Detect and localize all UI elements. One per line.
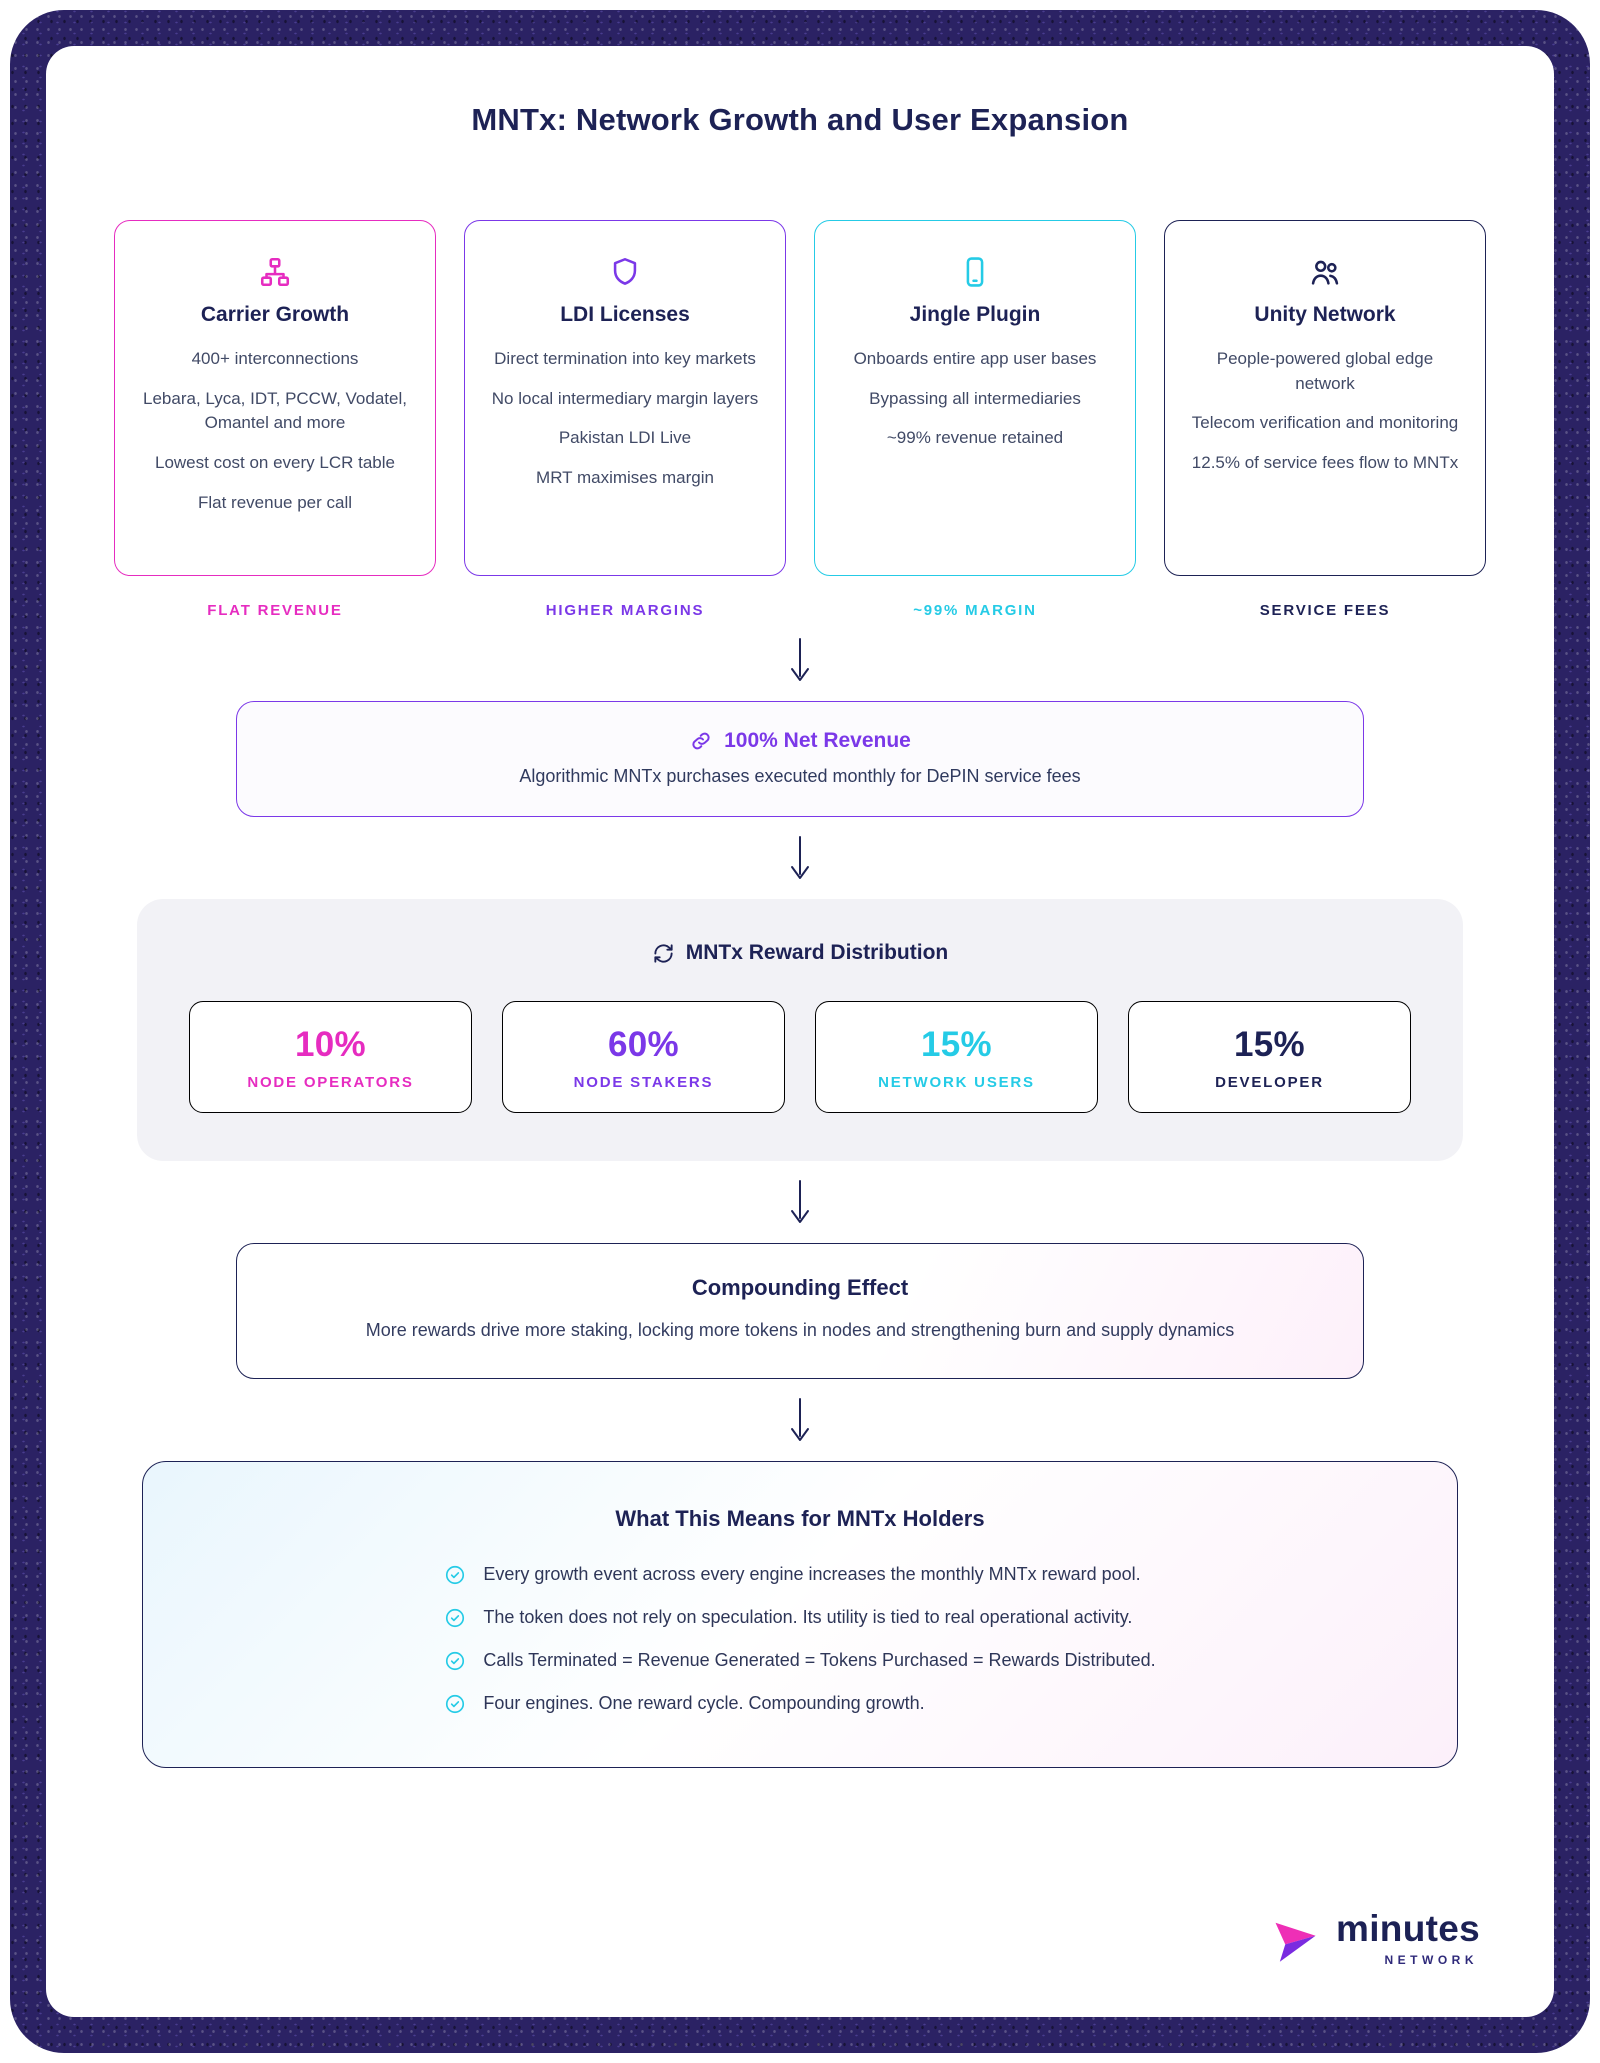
check-circle-icon — [444, 1607, 466, 1629]
engine-line: 12.5% of service fees flow to MNTx — [1191, 452, 1459, 472]
smartphone-icon — [835, 251, 1115, 293]
engine-line: People-powered global edge network — [1216, 349, 1434, 393]
engine-tag: FLAT REVENUE — [207, 602, 343, 619]
engine-tag: HIGHER MARGINS — [545, 602, 705, 619]
engine-line: No local intermediary margin layers — [491, 388, 759, 408]
reward-stats-row: 10% NODE OPERATORS 60% NODE STAKERS 15% … — [189, 1001, 1411, 1113]
engine-line: Flat revenue per call — [197, 492, 353, 512]
engine-line: 400+ interconnections — [191, 349, 359, 368]
holders-box: What This Means for MNTx Holders Every g… — [142, 1461, 1458, 1769]
engine-jingle-plugin: Jingle Plugin Onboards entire app user b… — [814, 220, 1136, 619]
page-title: MNTx: Network Growth and User Expansion — [471, 102, 1129, 137]
reward-distribution-heading: MNTx Reward Distribution — [685, 941, 949, 964]
link-icon — [689, 729, 713, 753]
minutes-logo-icon — [1269, 1913, 1321, 1965]
compounding-effect-box: Compounding Effect More rewards drive mo… — [236, 1243, 1364, 1380]
bullet-text: Every growth event across every engine i… — [483, 1564, 1141, 1585]
check-circle-icon — [444, 1693, 466, 1715]
compounding-body: More rewards drive more staking, locking… — [365, 1320, 1235, 1340]
engine-ldi-licenses: LDI Licenses Direct termination into key… — [464, 220, 786, 619]
engine-tag: ~99% MARGIN — [913, 602, 1037, 619]
net-revenue-subtitle: Algorithmic MNTx purchases executed mont… — [519, 766, 1081, 786]
stat-label: NODE OPERATORS — [247, 1074, 414, 1091]
engine-line: Lebara, Lyca, IDT, PCCW, Vodatel, Omante… — [143, 388, 407, 433]
flow-arrow-icon — [789, 1179, 811, 1225]
bullet-text: Calls Terminated = Revenue Generated = T… — [483, 1650, 1156, 1671]
stat-network-users: 15% NETWORK USERS — [815, 1001, 1098, 1113]
check-circle-icon — [444, 1564, 466, 1586]
engine-line: MRT maximises margin — [536, 467, 714, 487]
shield-icon — [485, 251, 765, 293]
stat-label: NETWORK USERS — [878, 1074, 1035, 1091]
flow-arrow-icon — [789, 1397, 811, 1443]
unity-network-card: Unity Network People-powered global edge… — [1164, 220, 1486, 576]
engine-tag: SERVICE FEES — [1259, 602, 1391, 619]
ldi-licenses-card: LDI Licenses Direct termination into key… — [464, 220, 786, 576]
engine-title: Unity Network — [1254, 303, 1396, 326]
stat-node-operators: 10% NODE OPERATORS — [189, 1001, 472, 1113]
net-revenue-title: 100% Net Revenue — [724, 729, 911, 752]
stat-label: NODE STAKERS — [573, 1074, 714, 1091]
holders-bullet-list: Every growth event across every engine i… — [444, 1564, 1156, 1715]
list-item: Four engines. One reward cycle. Compound… — [444, 1693, 1155, 1715]
bullet-text: Four engines. One reward cycle. Compound… — [483, 1693, 925, 1714]
list-item: Every growth event across every engine i… — [444, 1564, 1155, 1586]
list-item: Calls Terminated = Revenue Generated = T… — [444, 1650, 1156, 1672]
stat-value: 15% — [1234, 1025, 1305, 1064]
minutes-network-logo: minutes NETWORK — [1269, 1910, 1480, 1967]
carrier-growth-card: Carrier Growth 400+ interconnections Leb… — [114, 220, 436, 576]
engine-line: ~99% revenue retained — [886, 428, 1064, 448]
engine-line: Onboards entire app user bases — [853, 349, 1097, 368]
logo-wordmark: minutes — [1336, 1908, 1480, 1949]
list-item: The token does not rely on speculation. … — [444, 1607, 1155, 1629]
engine-line: Bypassing all intermediaries — [869, 388, 1081, 408]
compounding-title: Compounding Effect — [691, 1275, 909, 1300]
engine-line: Lowest cost on every LCR table — [154, 452, 395, 472]
engine-cards-row: Carrier Growth 400+ interconnections Leb… — [114, 220, 1486, 619]
refresh-icon — [652, 942, 675, 965]
engine-title: LDI Licenses — [560, 303, 690, 326]
bullet-text: The token does not rely on speculation. … — [483, 1607, 1133, 1628]
engine-line: Telecom verification and monitoring — [1191, 413, 1459, 433]
logo-subtitle: NETWORK — [1384, 1953, 1478, 1967]
engine-unity-network: Unity Network People-powered global edge… — [1164, 220, 1486, 619]
stat-developer: 15% DEVELOPER — [1128, 1001, 1411, 1113]
stat-value: 60% — [608, 1025, 679, 1064]
engine-line: Pakistan LDI Live — [558, 428, 692, 448]
check-circle-icon — [444, 1650, 466, 1672]
sitemap-icon — [135, 251, 415, 293]
stat-value: 10% — [295, 1025, 366, 1064]
stat-label: DEVELOPER — [1215, 1074, 1324, 1091]
net-revenue-box: 100% Net Revenue Algorithmic MNTx purcha… — [236, 701, 1364, 817]
flow-arrow-icon — [789, 835, 811, 881]
engine-title: Jingle Plugin — [909, 303, 1041, 326]
engine-title: Carrier Growth — [200, 303, 350, 326]
users-icon — [1185, 251, 1465, 293]
jingle-plugin-card: Jingle Plugin Onboards entire app user b… — [814, 220, 1136, 576]
engine-carrier-growth: Carrier Growth 400+ interconnections Leb… — [114, 220, 436, 619]
holders-title: What This Means for MNTx Holders — [615, 1506, 985, 1532]
page: MNTx: Network Growth and User Expansion … — [46, 46, 1554, 2017]
reward-distribution-panel: MNTx Reward Distribution 10% NODE OPERAT… — [137, 899, 1463, 1161]
flow-arrow-icon — [789, 637, 811, 683]
engine-line: Direct termination into key markets — [494, 349, 756, 368]
stat-node-stakers: 60% NODE STAKERS — [502, 1001, 785, 1113]
stat-value: 15% — [921, 1025, 992, 1064]
